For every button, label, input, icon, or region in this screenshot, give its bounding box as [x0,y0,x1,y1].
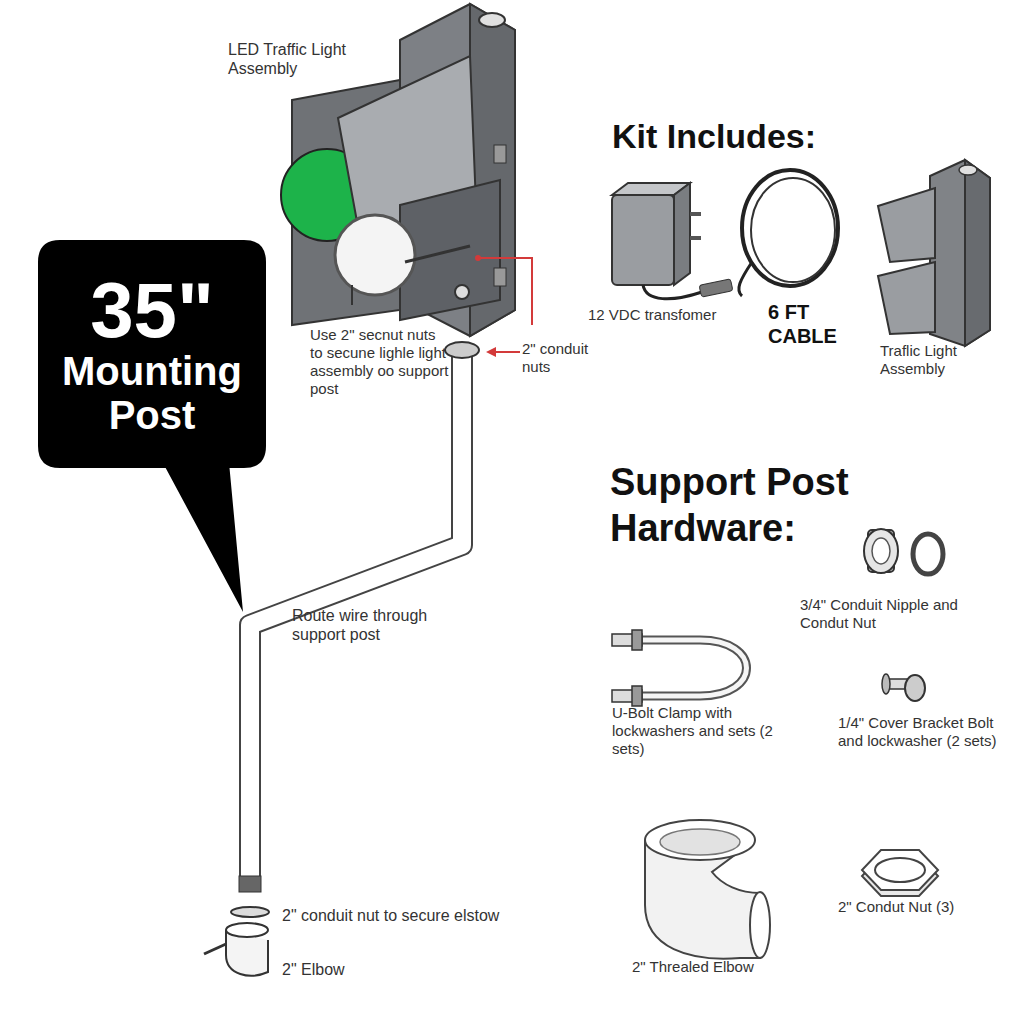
transformer-body [612,195,674,285]
bracket-bolt [405,246,470,262]
kit-traffic-light [878,160,990,346]
nut-face [862,850,938,890]
instruction-note: Route wire through support post [292,606,467,644]
part-label: U-Bolt Clamp with lockwashers and sets (… [612,704,802,758]
callout-outline [38,240,266,612]
part-label: 1/4" Cover Bracket Bolt and lockwasher (… [838,714,1018,750]
instruction-note: Use 2" secnut nuts to secune lighle ligh… [310,326,450,398]
cable-coil [739,170,838,296]
leader-arrowhead [486,347,496,357]
part-label: 2" Condut Nut (3) [838,898,1013,916]
cable-end [739,262,752,296]
elbow-opening [645,820,755,860]
elbow-opening [226,923,268,937]
section-heading: Kit Includes: [612,116,912,157]
part-label: 2" conduit nuts [522,340,594,376]
prong [690,236,701,240]
plug [699,279,733,297]
instruction-note: 2" conduit nut to secure elstow [282,906,562,925]
nipple-end [864,529,898,573]
nut [632,630,642,650]
white-lens [335,215,415,295]
housing-side [965,160,990,346]
part-label: 2" Threaled Elbow [632,958,832,976]
u-bolt [612,630,747,706]
visor [878,188,935,262]
coil [751,178,835,282]
visor [878,262,935,334]
transformer-side [674,183,690,285]
leader-line [494,351,520,353]
part-label: 2" Elbow [282,960,402,979]
elbow-bore [660,829,740,855]
top-cap [959,165,977,175]
hinge [494,145,506,163]
nut [632,686,642,706]
conduit-nut [231,907,269,917]
elbow-opening [750,892,770,958]
wire [204,944,226,954]
top-cap [479,13,505,27]
callout-text: Mounting Post [43,349,261,437]
part-label: 3/4" Conduit Nipple and Condut Nut [800,596,1005,632]
hex-nut [862,850,938,896]
coil [742,170,838,286]
dimension-value: 35" [43,271,261,349]
conduit-nut [445,342,479,358]
conduit-nipple [864,529,943,574]
prong [690,212,701,216]
part-label: Traflic Light Assembly [880,342,995,378]
hinge [494,268,506,286]
section-heading: Support Post Hardware: [610,460,900,551]
cord [643,285,702,299]
leader-line [478,258,532,325]
post-elbow [204,923,268,976]
bracket-bolt [882,674,925,701]
callout-box: 35"Mounting Post [38,240,266,468]
threaded-elbow [645,820,770,959]
part-label: LED Traffic Light Assembly [228,40,378,78]
lockwasher [882,674,890,694]
nut [455,285,469,299]
housing [930,160,990,346]
transformer [612,183,733,299]
nipple-bore [872,538,890,564]
u-bolt-outline [640,640,747,696]
latch [351,285,353,305]
support-post [231,342,479,917]
nut-bore [875,858,925,882]
part-label: 12 VDC transfomer [588,306,758,324]
post-thread [239,876,261,892]
u-bolt-body [640,640,747,696]
leader-dot [475,255,481,261]
nipple-nut [913,534,943,574]
part-label: 6 FT CABLE [768,300,848,348]
bolt-head [905,675,925,701]
